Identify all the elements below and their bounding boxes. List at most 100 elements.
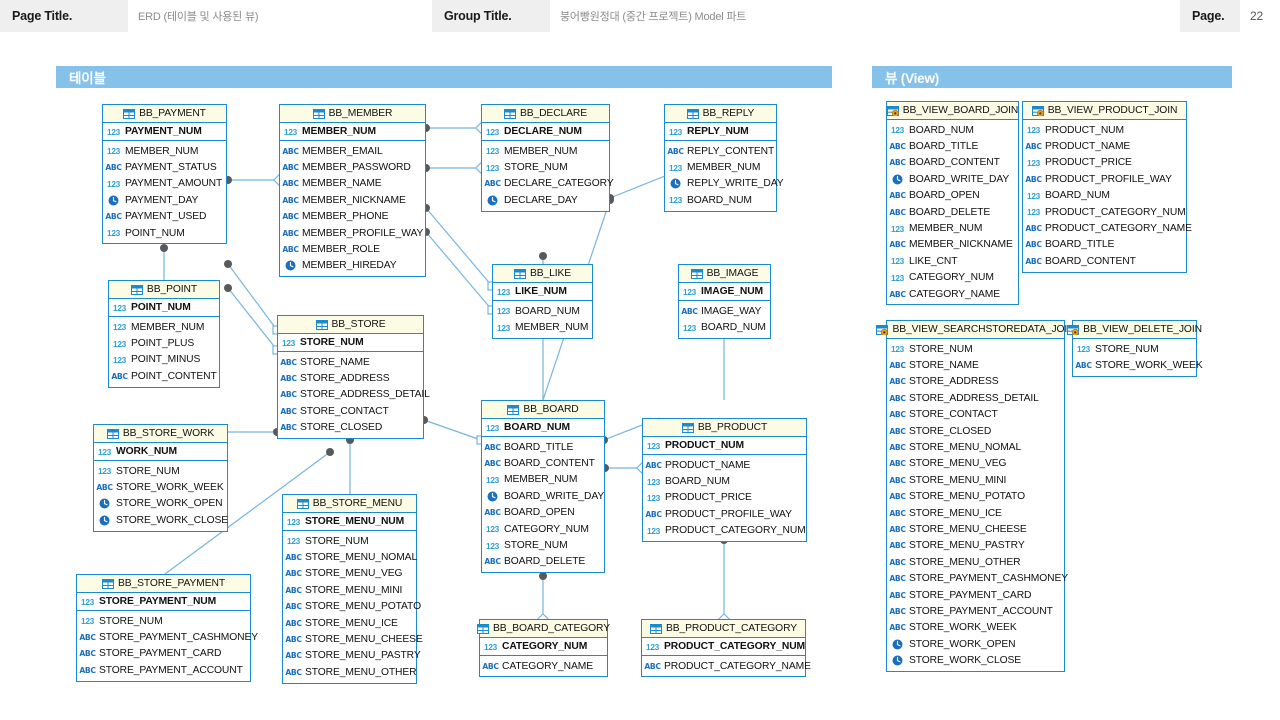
column-row[interactable]: PAYMENT_DAY — [103, 192, 226, 208]
column-row[interactable]: BOARD_WRITE_DAY — [482, 488, 604, 504]
column-row[interactable]: DECLARE_DAY — [482, 192, 609, 208]
column-row[interactable]: MEMBER_HIREDAY — [280, 258, 425, 274]
column-row[interactable]: STORE_WORK_OPEN — [887, 636, 1064, 652]
column-row[interactable]: STORE_WORK_CLOSE — [94, 512, 228, 528]
column-row[interactable]: REPLY_WRITE_DAY — [665, 176, 784, 192]
column-row[interactable]: STORE_WORK_OPEN — [94, 496, 227, 512]
column-row[interactable]: BOARD_WRITE_DAY — [887, 171, 1018, 187]
